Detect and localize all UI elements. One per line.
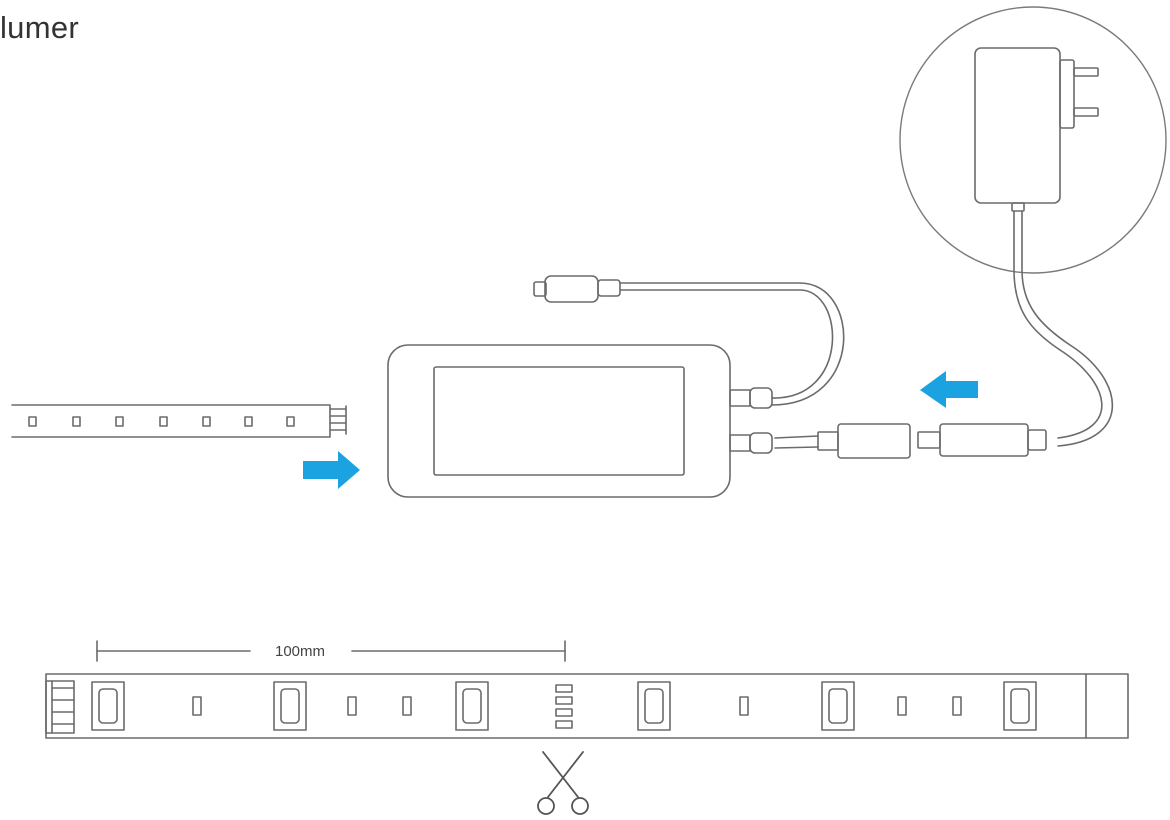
dc-plug-housing [939, 423, 1029, 457]
led-chip-large [821, 681, 855, 731]
controller-box [387, 344, 773, 498]
dc-plug-tip [917, 431, 941, 449]
controller-panel [433, 366, 685, 476]
power-adapter-inset [899, 6, 1167, 274]
led-chip [286, 416, 295, 427]
led-strip-connector [45, 680, 75, 734]
dimension-label: 100mm [275, 643, 325, 660]
controller-port-lower [729, 434, 751, 452]
adapter-inset-circle [899, 6, 1167, 274]
power-adapter [974, 47, 1099, 212]
usb-plug-body [544, 275, 599, 303]
brand-logo-text: lumer [0, 10, 80, 45]
arrow-left-icon [920, 371, 978, 408]
led-chip-large [91, 681, 125, 731]
led-chip [159, 416, 168, 427]
led-chip [115, 416, 124, 427]
controller-port-upper [729, 389, 751, 407]
led-strip-short-body [11, 404, 331, 438]
dc-socket-boot [817, 431, 839, 451]
led-chip-large [637, 681, 671, 731]
resistor [739, 696, 749, 716]
dc-plug-connector [917, 423, 1047, 457]
led-chip [72, 416, 81, 427]
controller-port-upper-cap [749, 387, 773, 409]
resistor [402, 696, 412, 716]
adapter-cable [1013, 210, 1114, 447]
led-strip-long [45, 673, 1129, 739]
usb-cable [533, 275, 845, 406]
scissors-icon [537, 751, 589, 815]
adapter-cable-boot [1011, 202, 1025, 212]
resistor [192, 696, 202, 716]
adapter-plug-base [1059, 59, 1075, 129]
adapter-body [974, 47, 1061, 204]
arrow-right-icon [303, 451, 360, 489]
resistor [952, 696, 962, 716]
dc-socket-housing [837, 423, 911, 459]
led-chip [244, 416, 253, 427]
adapter-plug-prong-top [1073, 67, 1099, 77]
led-chip-large [455, 681, 489, 731]
usb-plug-tip [533, 281, 547, 297]
dc-socket-connector [774, 423, 911, 459]
led-chip [28, 416, 37, 427]
adapter-plug-prong-bottom [1073, 107, 1099, 117]
led-strip-long-body [45, 673, 1129, 739]
controller-port-lower-cap [749, 432, 773, 454]
dimension-100mm [96, 640, 566, 662]
led-strip-short-pins [329, 405, 347, 435]
resistor [897, 696, 907, 716]
led-chip [202, 416, 211, 427]
controller-outer-case [387, 344, 731, 498]
usb-cable-boot [597, 279, 621, 297]
dc-plug-strain-relief [1027, 429, 1047, 451]
resistor [347, 696, 357, 716]
led-chip-large [1003, 681, 1037, 731]
led-chip-large [273, 681, 307, 731]
cut-point-pads [555, 684, 573, 729]
led-strip-connector-pins [51, 680, 75, 734]
led-strip-short [11, 404, 347, 438]
